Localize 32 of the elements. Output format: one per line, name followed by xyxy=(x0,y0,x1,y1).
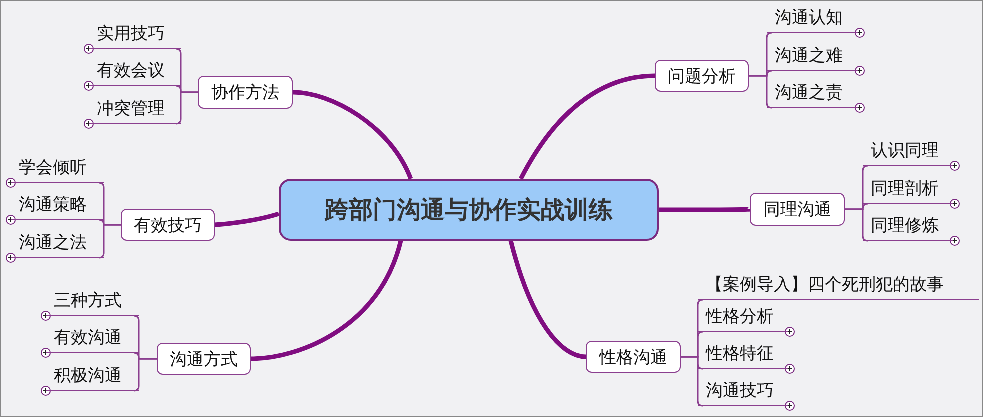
subtopic-label: 性格特征 xyxy=(698,341,788,369)
topic-box: 有效技巧 xyxy=(121,209,215,241)
subtopic-label: 性格分析 xyxy=(698,304,788,332)
subtopic-label: 沟通之法 xyxy=(11,230,104,258)
subtopic-label: 积极沟通 xyxy=(46,363,139,391)
subtopic-label: 沟通之责 xyxy=(767,80,858,108)
topic-box: 沟通方式 xyxy=(157,343,251,375)
subtopic-label: 同理剖析 xyxy=(863,176,953,204)
branch-curve xyxy=(250,240,404,362)
branch-curve xyxy=(214,212,280,228)
topic-box: 问题分析 xyxy=(655,60,749,92)
central-topic-box: 跨部门沟通与协作实战训练 xyxy=(279,179,659,241)
topic-box: 同理沟通 xyxy=(750,193,845,226)
subtopic-label: 实用技巧 xyxy=(89,21,181,49)
subtopic-label: 冲突管理 xyxy=(89,96,181,124)
subtopic-label: 沟通技巧 xyxy=(698,378,788,406)
branch-curve xyxy=(292,90,414,180)
subtopic-label: 沟通之难 xyxy=(767,43,858,71)
branch-curve xyxy=(659,207,750,212)
subtopic-label: 有效会议 xyxy=(89,58,181,86)
subtopic-label: 沟通认知 xyxy=(767,5,858,33)
subtopic-label: 认识同理 xyxy=(863,138,953,166)
subtopic-label: 沟通策略 xyxy=(11,192,104,220)
subtopic-label: 同理修炼 xyxy=(863,213,953,241)
subtopic-label: 三种方式 xyxy=(46,288,139,316)
branch-curve xyxy=(519,74,656,180)
subtopic-label: 【案例导入】四个死刑犯的故事 xyxy=(698,272,979,300)
subtopic-label: 学会倾听 xyxy=(11,155,104,183)
topic-box: 协作方法 xyxy=(198,76,293,109)
subtopic-label: 有效沟通 xyxy=(46,325,139,353)
topic-box: 性格沟通 xyxy=(586,341,681,373)
branch-curve xyxy=(508,240,586,360)
